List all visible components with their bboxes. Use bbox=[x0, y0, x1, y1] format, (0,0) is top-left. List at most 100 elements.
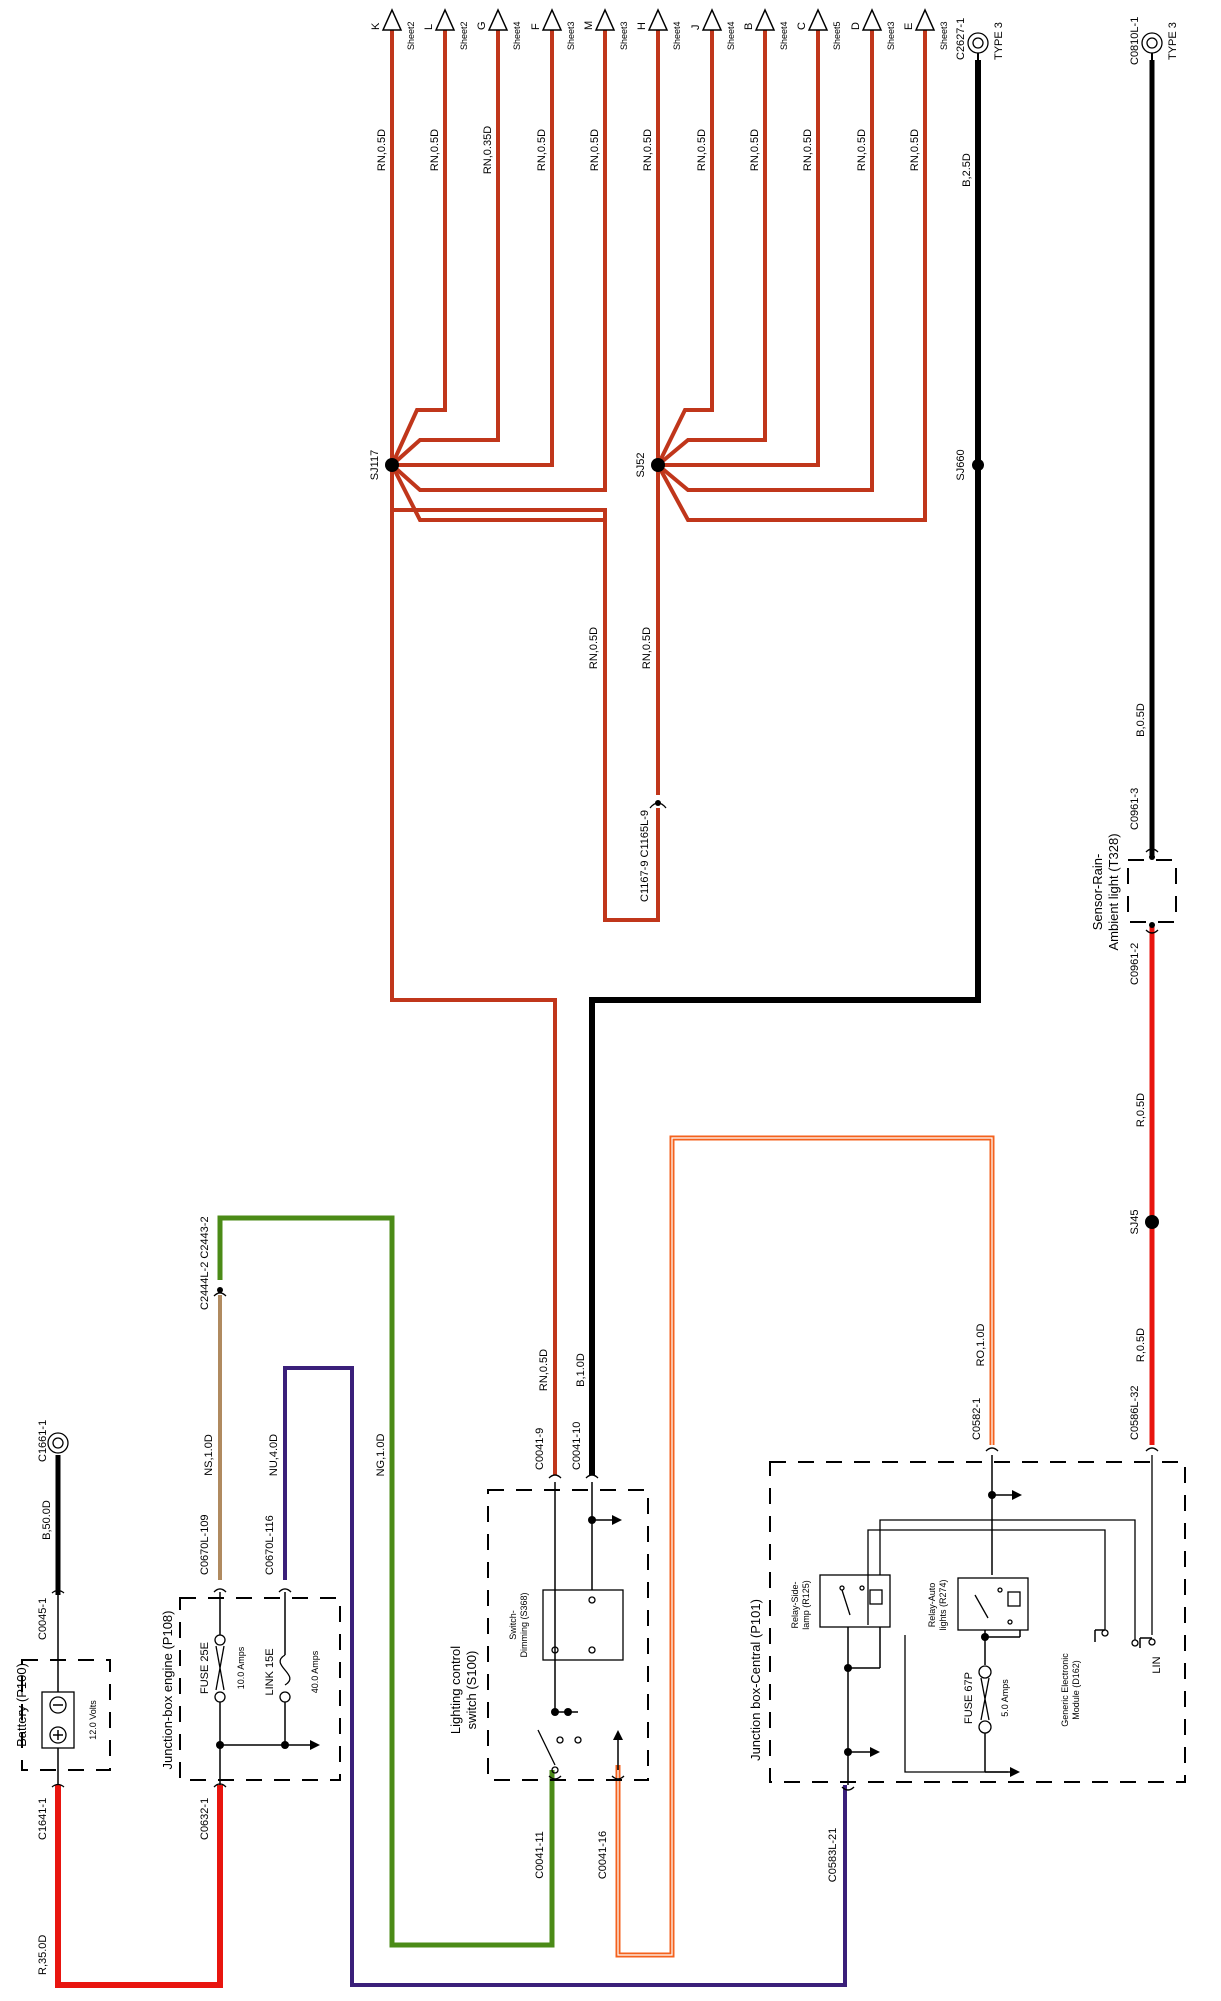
connector-letter: K bbox=[370, 22, 382, 30]
splices bbox=[385, 458, 1159, 1229]
battery-pin-top: C0045-1 bbox=[37, 1598, 49, 1640]
battery-pin-bottom: C1641-1 bbox=[37, 1798, 49, 1840]
jb-engine-link: LINK 15E bbox=[264, 1648, 276, 1695]
connector-arrow bbox=[807, 8, 829, 31]
wire-label-b-1.0: B,1.0D bbox=[575, 1353, 587, 1387]
jb-central-pin-bottom: C0583L-21 bbox=[827, 1828, 839, 1882]
connector-letter: F bbox=[530, 23, 542, 30]
wire-label-r-sensor-lower: R,0.5D bbox=[1135, 1328, 1147, 1362]
wire-label-r-35: R,35.0D bbox=[37, 1935, 49, 1975]
lighting-pin-11: C0041-11 bbox=[534, 1831, 546, 1879]
connector-sheet: Sheet3 bbox=[566, 21, 576, 50]
dimming-switch-title-2: Dimming (S368) bbox=[519, 1592, 529, 1657]
wire-ng bbox=[217, 1215, 555, 1948]
battery-voltage: 12.0 Volts bbox=[88, 1700, 98, 1740]
wire-label: RN,0.5D bbox=[856, 129, 868, 171]
connector-sheet: Sheet4 bbox=[726, 21, 736, 50]
jb-engine-title: Junction-box engine (P108) bbox=[160, 1611, 175, 1770]
connector-letter: H bbox=[636, 22, 648, 30]
wire-label-b-50: B,50.0D bbox=[41, 1500, 53, 1540]
ground-terminal-c0810l bbox=[1141, 32, 1163, 62]
relay-autolights-1: Relay-Auto bbox=[927, 1583, 937, 1628]
lighting-pin-9: C0041-9 bbox=[534, 1428, 546, 1470]
connector-letter: L bbox=[423, 24, 435, 30]
lighting-switch-title-1: Lighting control bbox=[448, 1646, 463, 1734]
wire-ro-inner bbox=[617, 1137, 993, 1956]
wire-rn-loop bbox=[392, 508, 660, 922]
connector-sheet: Sheet2 bbox=[459, 21, 469, 50]
ground-id-c0810l: C0810L-1 bbox=[1129, 17, 1141, 65]
wire-label-nu: NU,4.0D bbox=[268, 1434, 280, 1476]
relay-autolights-2: lights (R274) bbox=[938, 1579, 948, 1630]
sensor-pin-jb: C0586L-32 bbox=[1129, 1386, 1141, 1440]
top-connector-arrows bbox=[381, 8, 936, 31]
wire-ro bbox=[615, 1135, 995, 1958]
ground-type-c0810l: TYPE 3 bbox=[1167, 22, 1179, 60]
connector-arrow bbox=[541, 8, 563, 31]
connector-sheet: Sheet4 bbox=[672, 21, 682, 50]
connector-arrow bbox=[434, 8, 456, 31]
gem-title-2: Module (D162) bbox=[1071, 1660, 1081, 1720]
wire-label: RN,0.5D bbox=[696, 129, 708, 171]
connector-arrow bbox=[754, 8, 776, 31]
wire-rn-trunk bbox=[390, 465, 557, 1475]
wire-label-b-2.5: B,2.5D bbox=[961, 153, 973, 187]
connector-letter: B bbox=[743, 23, 755, 30]
connector-letter: E bbox=[903, 23, 915, 30]
jb-engine-fuse-rating: 10.0 Amps bbox=[236, 1646, 246, 1689]
connector-arrow bbox=[861, 8, 883, 31]
wire-label-ns: NS,1.0D bbox=[203, 1434, 215, 1476]
wire-label-rn-switch: RN,0.5D bbox=[538, 1349, 550, 1391]
connector-letter: G bbox=[476, 21, 488, 30]
wire-label-b-0.5: B,0.5D bbox=[1135, 703, 1147, 737]
ground-terminal-c1661 bbox=[47, 1432, 69, 1454]
splice-sj45 bbox=[1145, 1215, 1159, 1229]
jb-engine-inline: C2444L-2 C2443-2 bbox=[199, 1216, 211, 1310]
wire-label: RN,0.5D bbox=[642, 129, 654, 171]
jb-engine-pin-link: C0670L-116 bbox=[264, 1515, 276, 1575]
wire-label: RN,0.5D bbox=[589, 129, 601, 171]
junction-box-engine bbox=[179, 1287, 341, 1788]
connector-sheet: Sheet3 bbox=[939, 21, 949, 50]
wire-label-ro: RO,1.0D bbox=[975, 1324, 987, 1367]
connector-arrow bbox=[487, 8, 509, 31]
inline-connector-c1167 bbox=[649, 800, 667, 809]
sensor-title-1: Sensor-Rain- bbox=[1090, 854, 1105, 931]
wire-label: RN,0.5D bbox=[909, 129, 921, 171]
jb-central-fuse: FUSE 67P bbox=[963, 1672, 975, 1724]
battery-p100 bbox=[21, 1589, 111, 1788]
lighting-control-switch bbox=[487, 1474, 649, 1781]
splice-label-sj52: SJ52 bbox=[635, 452, 647, 477]
splice-sj52 bbox=[651, 458, 665, 472]
connector-sheet: Sheet4 bbox=[779, 21, 789, 50]
jb-engine-fuse: FUSE 25E bbox=[199, 1642, 211, 1694]
connector-sheet: Sheet3 bbox=[886, 21, 896, 50]
wire-label: RN,0.5D bbox=[802, 129, 814, 171]
sensor-rain-ambient bbox=[1127, 848, 1177, 934]
wire-nu bbox=[283, 1366, 847, 1987]
wire-label: RN,0.5D bbox=[536, 129, 548, 171]
splice-label-sj45: SJ45 bbox=[1129, 1209, 1141, 1234]
connector-arrow bbox=[701, 8, 723, 31]
connector-sheet: Sheet5 bbox=[832, 21, 842, 50]
jb-engine-pin-bottom: C0632-1 bbox=[199, 1798, 211, 1840]
connector-arrow bbox=[647, 8, 669, 31]
wire-r-35 bbox=[55, 1785, 223, 1988]
connector-letter: D bbox=[850, 22, 862, 30]
gem-title-1: Generic Electronic bbox=[1060, 1653, 1070, 1727]
lighting-switch-title-2: switch (S100) bbox=[464, 1651, 479, 1730]
lighting-pin-10: C0041-10 bbox=[571, 1422, 583, 1470]
splice-sj660 bbox=[972, 459, 984, 471]
wire-label: RN,0.5D bbox=[429, 129, 441, 171]
splice-sj117 bbox=[385, 458, 399, 472]
battery-ground-id: C1661-1 bbox=[37, 1420, 49, 1462]
splice-label-sj660: SJ660 bbox=[955, 449, 967, 480]
wire-b-2.5 bbox=[589, 60, 981, 1475]
connector-arrow bbox=[594, 8, 616, 31]
inline-connector-label: C1167-9 C1165L-9 bbox=[639, 810, 651, 902]
jb-central-fuse-rating: 5.0 Amps bbox=[1000, 1679, 1010, 1717]
relay-sidelamp-1: Relay-Side- bbox=[790, 1581, 800, 1628]
wires bbox=[55, 30, 1155, 1988]
connector-letter: C bbox=[796, 22, 808, 30]
lin-label: LIN bbox=[1151, 1656, 1163, 1673]
